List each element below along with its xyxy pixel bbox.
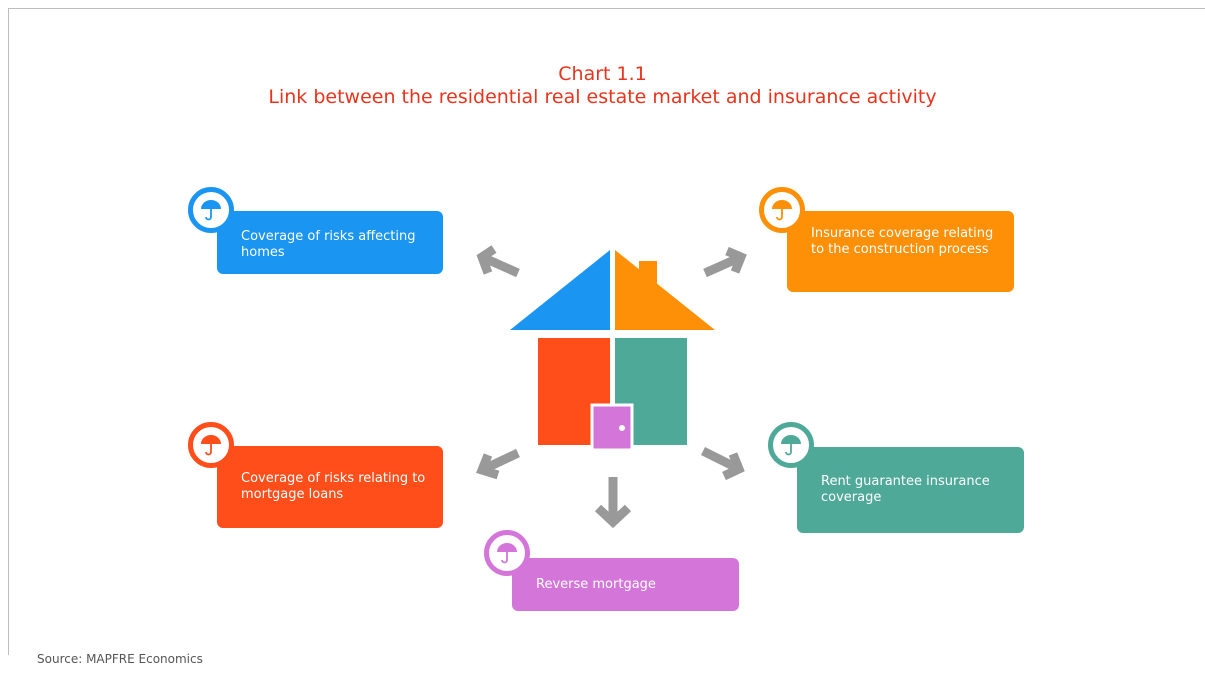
umbrella-icon [781,435,801,456]
arrow-icon-reverse [594,477,632,529]
arrow-icon-rent [700,446,745,481]
umbrella-icon [201,200,221,221]
house-icon [510,250,715,450]
box-homes-label: Coverage of risks affecting homes [241,229,416,260]
badge-construction [759,187,805,233]
frame-left-line [8,8,9,655]
box-reverse: Reverse mortgage [512,558,739,611]
box-construction-label: Insurance coverage relating to the const… [811,226,994,257]
source-note: Source: MAPFRE Economics [37,652,203,666]
door-knob [619,425,625,431]
box-homes: Coverage of risks affecting homes [217,211,443,274]
box-mortgage-loans: Coverage of risks relating to mortgage l… [217,446,443,528]
umbrella-icon [772,200,792,221]
frame-top-line [8,8,1205,9]
badge-reverse [484,530,530,576]
box-rent: Rent guarantee insurance coverage [797,447,1024,533]
chart-subtitle: Link between the residential real estate… [268,86,937,108]
chart-title: Chart 1.1 [558,63,647,85]
roof-left [510,250,610,330]
box-mortgage-loans-label: Coverage of risks relating to mortgage l… [241,471,426,502]
box-construction: Insurance coverage relating to the const… [787,211,1014,292]
box-rent-label: Rent guarantee insurance coverage [821,474,990,505]
umbrella-icon [201,435,221,456]
roof-right [615,250,715,330]
badge-mortgage-loans [188,422,234,468]
badge-rent [768,422,814,468]
box-reverse-label: Reverse mortgage [536,577,656,592]
umbrella-icon [497,543,517,564]
arrow-icon-mortgage-loans [476,448,520,480]
chimney [639,261,657,289]
badge-homes [188,187,234,233]
door [590,403,634,450]
